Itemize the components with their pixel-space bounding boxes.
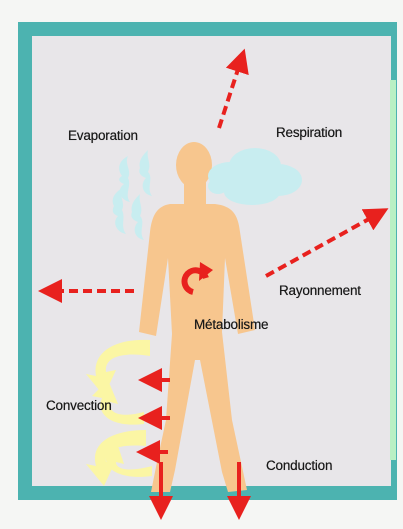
accent-strip <box>390 80 396 460</box>
label-metabolisme: Métabolisme <box>194 317 268 332</box>
label-respiration: Respiration <box>276 125 342 140</box>
label-evaporation: Evaporation <box>68 128 138 143</box>
label-conduction: Conduction <box>266 458 332 473</box>
label-convection: Convection <box>46 398 112 413</box>
label-rayonnement: Rayonnement <box>279 283 361 298</box>
